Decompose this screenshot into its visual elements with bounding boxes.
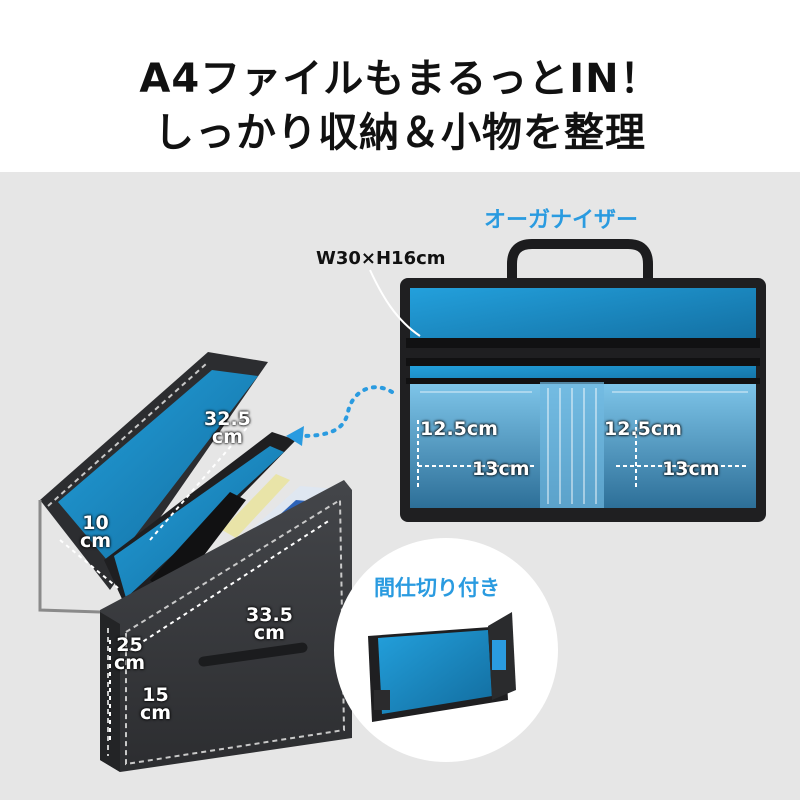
organizer: [369, 239, 766, 522]
bag-zipper: [38, 500, 101, 614]
headline-line-2: しっかり収納＆小物を整理: [154, 110, 646, 156]
organizer-zipper-2: [406, 358, 760, 366]
headline-banner: A4ファイルもまるっとIN！ しっかり収納＆小物を整理: [0, 0, 800, 172]
bag-stitching: [125, 498, 346, 766]
size-leader-line: [369, 269, 421, 337]
bag-height-unit: cm: [114, 652, 146, 674]
bag-width-unit: cm: [253, 622, 285, 644]
bag-divider-lining: [114, 446, 284, 598]
lid-width-label: 32.5 cm: [204, 408, 251, 448]
lid-width-value: 32.5: [204, 408, 251, 430]
bag-depth-label: 15 cm: [140, 684, 172, 724]
insert-arrow: [298, 385, 394, 438]
lid-depth-value: 10: [82, 512, 109, 534]
divider-label: 間仕切り付き: [374, 576, 500, 600]
bag-depth-unit: cm: [140, 702, 172, 724]
divider-sample-lining: [378, 630, 492, 714]
divider-inset: [334, 538, 558, 762]
lid-depth-label: 10 cm: [80, 512, 112, 552]
pocket-height-left: 12.5cm: [420, 418, 498, 440]
pocket-height-right: 12.5cm: [604, 418, 682, 440]
bag-height-label: 25 cm: [114, 634, 146, 674]
bag-lid-lining: [58, 370, 258, 566]
bag-width-value: 33.5: [246, 604, 293, 626]
organizer-size: W30×H16cm: [316, 248, 446, 269]
lid-width-unit: cm: [211, 426, 243, 448]
pocket-width-right: 13cm: [662, 458, 720, 480]
organizer-zipper-1: [406, 338, 760, 348]
bag-depth-value: 15: [142, 684, 169, 706]
organizer-handle: [507, 239, 653, 282]
headline-line-1: A4ファイルもまるっとIN！: [139, 56, 661, 102]
notebook: [222, 474, 290, 538]
bag-height-value: 25: [116, 634, 143, 656]
pocket-width-left: 13cm: [472, 458, 530, 480]
bag: [38, 352, 352, 772]
organizer-title: オーガナイザー: [484, 208, 639, 233]
lid-depth-unit: cm: [80, 530, 112, 552]
bag-handle-slot: [198, 642, 308, 667]
insert-arrow-head: [286, 426, 304, 446]
bag-width-label: 33.5 cm: [246, 604, 293, 644]
bag-body: [100, 480, 352, 772]
